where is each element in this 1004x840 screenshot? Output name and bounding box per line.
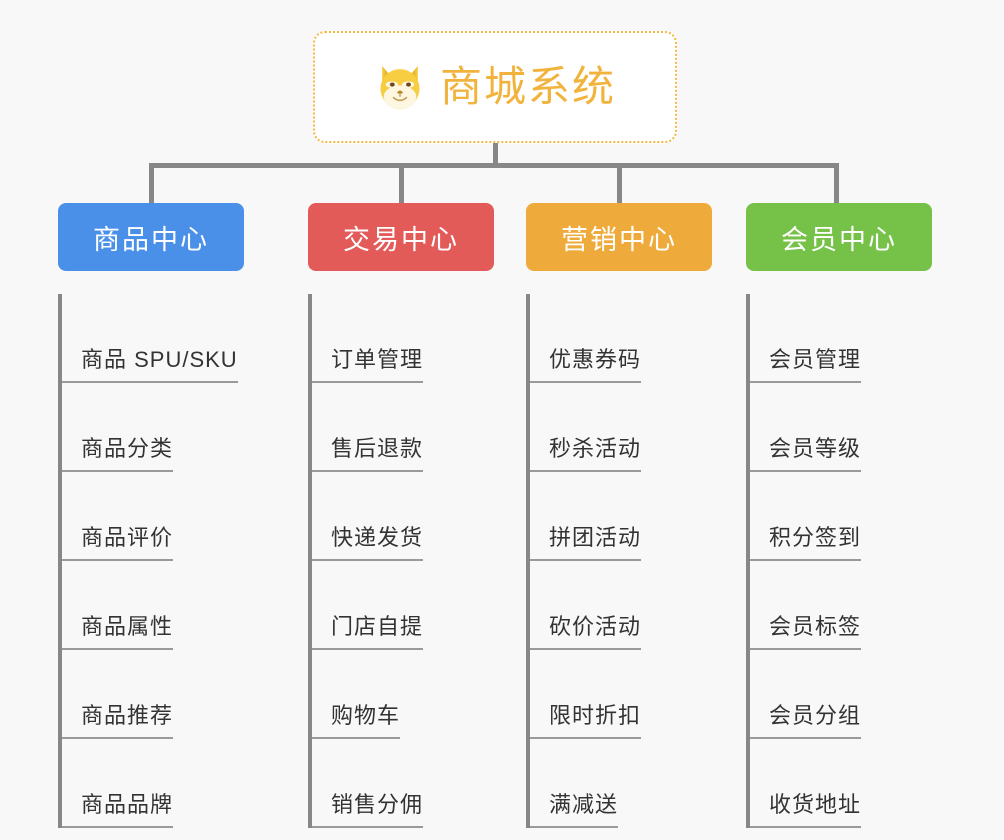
shiba-dog-face-icon xyxy=(380,65,420,110)
leaf-item-label: 限时折扣 xyxy=(530,698,642,739)
leaf-item-label: 购物车 xyxy=(312,698,401,739)
connector-root-drop xyxy=(493,143,498,165)
leaf-item[interactable]: 会员标签 xyxy=(750,561,959,650)
leaf-item-label: 商品品牌 xyxy=(62,787,174,828)
leaf-item-label: 商品评价 xyxy=(62,520,174,561)
leaf-item-label: 优惠券码 xyxy=(530,342,642,383)
connector-horizontal-bus xyxy=(149,163,839,168)
leaf-item-label: 收货地址 xyxy=(750,787,862,828)
category-header-marketing[interactable]: 营销中心 xyxy=(526,203,712,271)
leaf-item-label: 会员标签 xyxy=(750,609,862,650)
leaf-item-label: 会员等级 xyxy=(750,431,862,472)
leaf-item-label: 销售分佣 xyxy=(312,787,424,828)
leaf-item[interactable]: 购物车 xyxy=(312,650,521,739)
category-children-product: 商品 SPU/SKU 商品分类 商品评价 商品属性 商品推荐 商品品牌 xyxy=(58,294,271,828)
leaf-item-label: 积分签到 xyxy=(750,520,862,561)
leaf-item[interactable]: 商品分类 xyxy=(62,383,271,472)
leaf-item-label: 订单管理 xyxy=(312,342,424,383)
category-column-product: 商品中心 商品 SPU/SKU 商品分类 商品评价 商品属性 商品推荐 商品品牌 xyxy=(58,203,290,828)
leaf-item-label: 会员分组 xyxy=(750,698,862,739)
category-children-marketing: 优惠券码 秒杀活动 拼团活动 砍价活动 限时折扣 满减送 xyxy=(526,294,739,828)
leaf-item[interactable]: 限时折扣 xyxy=(530,650,739,739)
leaf-item[interactable]: 会员分组 xyxy=(750,650,959,739)
category-header-product[interactable]: 商品中心 xyxy=(58,203,244,271)
leaf-item[interactable]: 商品推荐 xyxy=(62,650,271,739)
leaf-item[interactable]: 商品品牌 xyxy=(62,739,271,828)
leaf-item[interactable]: 积分签到 xyxy=(750,472,959,561)
leaf-item-label: 售后退款 xyxy=(312,431,424,472)
category-header-trade[interactable]: 交易中心 xyxy=(308,203,494,271)
connector-drop-category-1 xyxy=(399,163,404,205)
root-node-mall-system[interactable]: 商城系统 xyxy=(313,31,677,143)
connector-drop-category-2 xyxy=(617,163,622,205)
leaf-item[interactable]: 商品属性 xyxy=(62,561,271,650)
leaf-item[interactable]: 满减送 xyxy=(530,739,739,828)
leaf-item[interactable]: 拼团活动 xyxy=(530,472,739,561)
leaf-item-label: 会员管理 xyxy=(750,342,862,383)
leaf-item-label: 秒杀活动 xyxy=(530,431,642,472)
leaf-item-label: 商品分类 xyxy=(62,431,174,472)
leaf-item[interactable]: 商品 SPU/SKU xyxy=(62,294,271,383)
connector-drop-category-3 xyxy=(834,163,839,205)
leaf-item-label: 门店自提 xyxy=(312,609,424,650)
leaf-item[interactable]: 会员等级 xyxy=(750,383,959,472)
category-header-label: 商品中心 xyxy=(93,224,209,255)
leaf-item[interactable]: 优惠券码 xyxy=(530,294,739,383)
leaf-item[interactable]: 秒杀活动 xyxy=(530,383,739,472)
leaf-item[interactable]: 快递发货 xyxy=(312,472,521,561)
category-children-member: 会员管理 会员等级 积分签到 会员标签 会员分组 收货地址 xyxy=(746,294,959,828)
leaf-item[interactable]: 订单管理 xyxy=(312,294,521,383)
leaf-item-label: 商品属性 xyxy=(62,609,174,650)
leaf-item-label: 砍价活动 xyxy=(530,609,642,650)
category-column-member: 会员中心 会员管理 会员等级 积分签到 会员标签 会员分组 收货地址 xyxy=(746,203,978,828)
leaf-item[interactable]: 会员管理 xyxy=(750,294,959,383)
leaf-item[interactable]: 商品评价 xyxy=(62,472,271,561)
leaf-item[interactable]: 收货地址 xyxy=(750,739,959,828)
leaf-item-label: 满减送 xyxy=(530,787,619,828)
leaf-item-label: 商品推荐 xyxy=(62,698,174,739)
leaf-item[interactable]: 门店自提 xyxy=(312,561,521,650)
category-children-trade: 订单管理 售后退款 快递发货 门店自提 购物车 销售分佣 xyxy=(308,294,521,828)
category-header-label: 会员中心 xyxy=(781,224,897,255)
category-column-trade: 交易中心 订单管理 售后退款 快递发货 门店自提 购物车 销售分佣 xyxy=(308,203,540,828)
leaf-item[interactable]: 售后退款 xyxy=(312,383,521,472)
category-header-label: 交易中心 xyxy=(343,224,459,255)
leaf-item-label: 快递发货 xyxy=(312,520,424,561)
root-title: 商城系统 xyxy=(439,63,616,110)
category-header-label: 营销中心 xyxy=(561,224,677,255)
leaf-item[interactable]: 销售分佣 xyxy=(312,739,521,828)
category-column-marketing: 营销中心 优惠券码 秒杀活动 拼团活动 砍价活动 限时折扣 满减送 xyxy=(526,203,758,828)
category-header-member[interactable]: 会员中心 xyxy=(746,203,932,271)
leaf-item-label: 拼团活动 xyxy=(530,520,642,561)
leaf-item[interactable]: 砍价活动 xyxy=(530,561,739,650)
connector-drop-category-0 xyxy=(149,163,154,205)
leaf-item-label: 商品 SPU/SKU xyxy=(62,342,238,383)
